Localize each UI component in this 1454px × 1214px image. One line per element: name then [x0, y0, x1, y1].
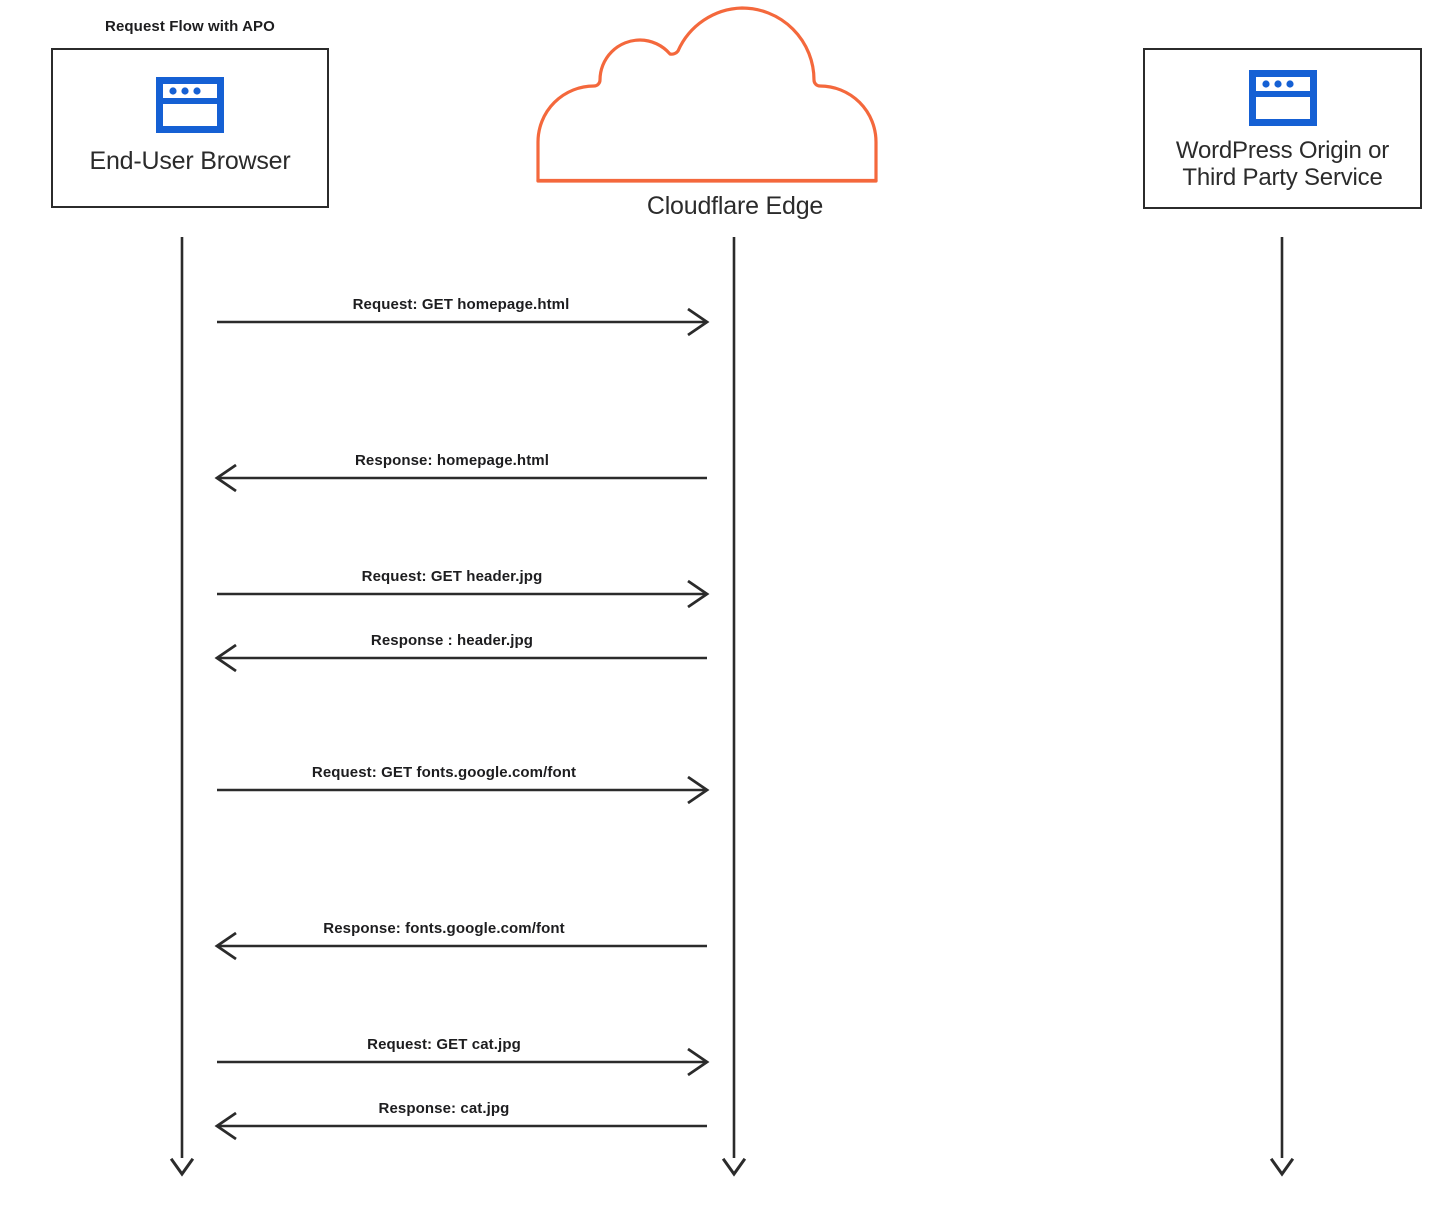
arrowhead-right-m7	[687, 1047, 710, 1077]
message-label-m1: Request: GET homepage.html	[352, 296, 570, 313]
cloud-icon	[533, 2, 937, 187]
arrowhead-right-m5	[687, 775, 710, 805]
arrowhead-left-m4	[214, 643, 237, 673]
message-label-m6: Response: fonts.google.com/font	[323, 920, 565, 937]
lifeline-end-arrow-browser	[169, 1157, 195, 1177]
message-label-m2: Response: homepage.html	[355, 452, 549, 469]
actor-wordpress-origin: WordPress Origin or Third Party Service	[1143, 48, 1422, 209]
arrowhead-left-m2	[214, 463, 237, 493]
actor-label-cloudflare: Cloudflare Edge	[646, 192, 824, 220]
actor-label-browser: End-User Browser	[89, 147, 291, 175]
arrowhead-left-m8	[214, 1111, 237, 1141]
message-label-m3: Request: GET header.jpg	[361, 568, 543, 585]
arrowhead-right-m3	[687, 579, 710, 609]
message-label-m5: Request: GET fonts.google.com/font	[311, 764, 577, 781]
message-label-m7: Request: GET cat.jpg	[367, 1036, 521, 1053]
message-label-m4: Response : header.jpg	[370, 632, 534, 649]
actor-label-origin: WordPress Origin or Third Party Service	[1175, 137, 1390, 192]
browser-window-icon	[156, 77, 224, 133]
arrowhead-right-m1	[687, 307, 710, 337]
actor-label-origin-line1: WordPress Origin or	[1175, 137, 1390, 164]
actor-end-user-browser: End-User Browser	[51, 48, 329, 208]
lifeline-end-arrow-cloudflare	[721, 1157, 747, 1177]
diagram-title: Request Flow with APO	[105, 18, 275, 35]
browser-window-icon	[1248, 70, 1317, 126]
lifeline-end-arrow-origin	[1269, 1157, 1295, 1177]
actor-label-origin-line2: Third Party Service	[1182, 163, 1383, 191]
arrowhead-left-m6	[214, 931, 237, 961]
actor-cloudflare-edge: Cloudflare Edge	[533, 2, 937, 222]
message-label-m8: Response: cat.jpg	[378, 1100, 510, 1117]
